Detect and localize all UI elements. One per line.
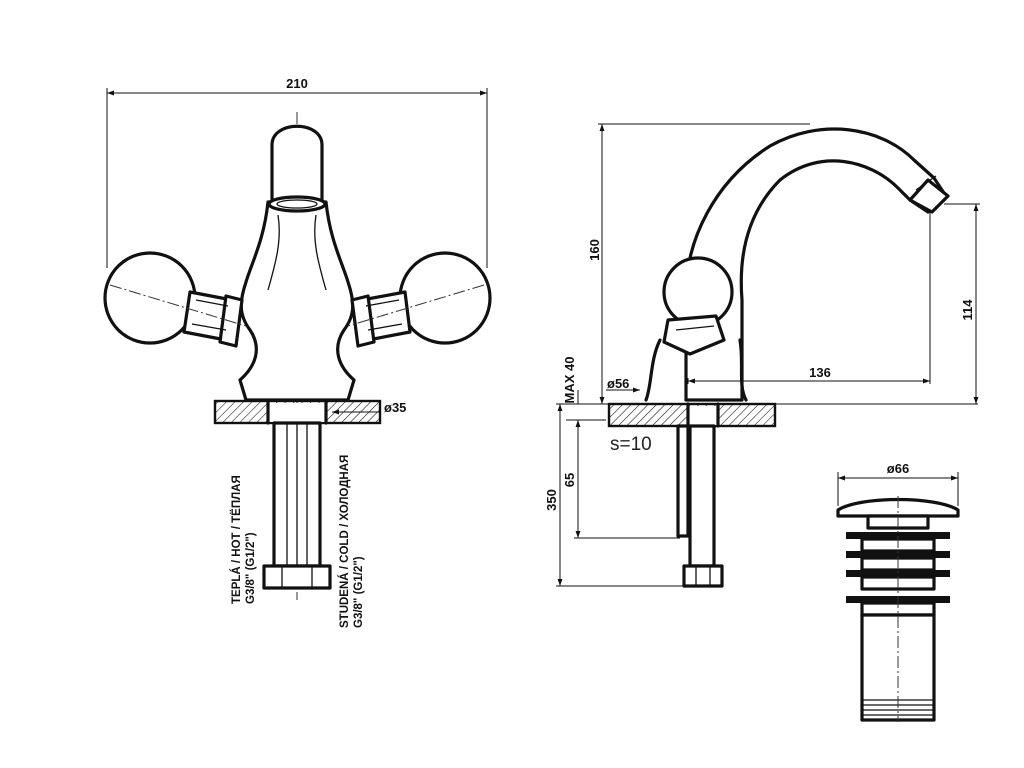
spout <box>684 127 948 402</box>
right-knob <box>398 251 492 345</box>
pipe-dim-label: ø35 <box>384 400 406 415</box>
front-width-dimension: 210 <box>106 76 488 268</box>
thickness-label: s=10 <box>610 434 652 455</box>
side-supply-pipe <box>688 424 716 568</box>
left-knob <box>103 251 197 345</box>
side-knob <box>662 256 734 328</box>
hot-label-line1: TEPLÁ / HOT / ТЁПЛАЯ <box>230 475 243 604</box>
faucet-cap <box>270 124 324 202</box>
drain-view: ø66 <box>836 461 960 722</box>
spout-height-dim-label: 114 <box>960 299 975 321</box>
pipe-nut <box>262 564 332 590</box>
base-dim-label: ø56 <box>607 376 629 391</box>
hot-label-line2: G3/8" (G1/2") <box>245 532 257 604</box>
side-handle-lever <box>662 314 726 356</box>
drain-flange <box>846 532 950 539</box>
pull-rod <box>676 424 690 538</box>
cold-label-line1: STUDENÁ / COLD / ХОЛОДНАЯ <box>338 455 351 628</box>
faucet-body <box>238 200 356 402</box>
max-dim-label: MAX 40 <box>562 357 577 404</box>
side-view: 160 MAX 40 114 136 ø56 s=10 <box>544 123 980 588</box>
right-handle <box>347 251 492 348</box>
supply-pipes <box>262 421 332 590</box>
width-dim-label: 210 <box>286 76 308 91</box>
front-view: 210 <box>103 76 492 628</box>
side-pipe-nut <box>682 564 724 588</box>
height-dim-label: 160 <box>587 239 602 261</box>
length-dim-label: 350 <box>544 489 559 511</box>
aerator <box>908 178 950 214</box>
hot-label: TEPLÁ / HOT / ТЁПЛАЯ G3/8" (G1/2") <box>230 475 257 604</box>
cold-label-line2: G3/8" (G1/2") <box>353 556 365 628</box>
rod-dim-label: 65 <box>562 473 577 487</box>
drain-dim-label: ø66 <box>887 461 909 476</box>
cold-label: STUDENÁ / COLD / ХОЛОДНАЯ G3/8" (G1/2") <box>338 455 365 628</box>
left-handle <box>103 251 247 348</box>
reach-dim-label: 136 <box>809 365 831 380</box>
